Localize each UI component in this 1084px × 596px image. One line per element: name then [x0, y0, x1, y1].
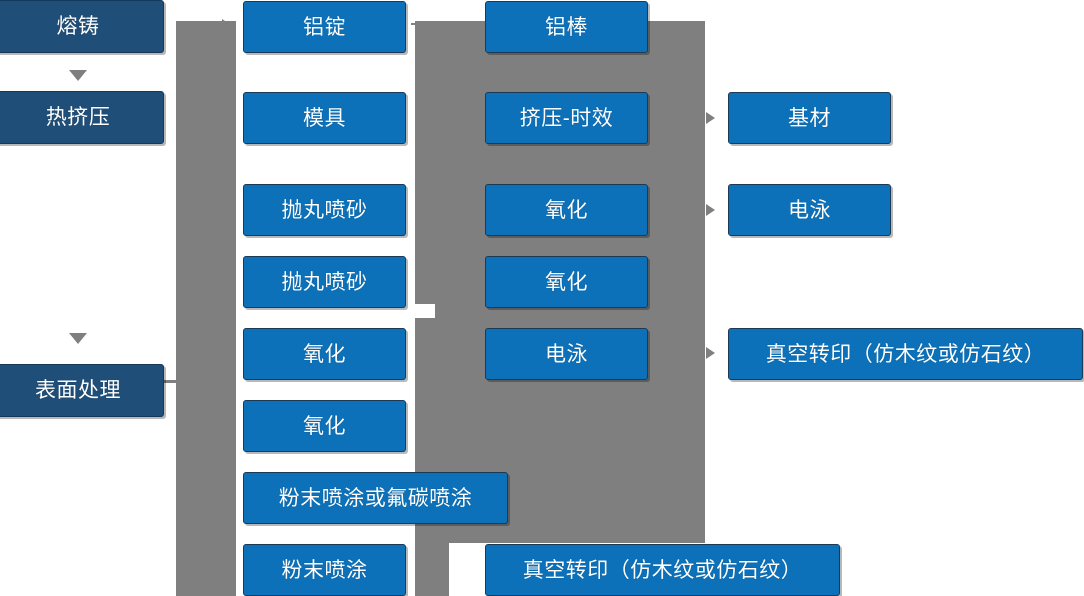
box-surface-treatment[interactable]: 表面处理	[0, 364, 164, 417]
connector-bar-secondary-inner	[435, 21, 449, 596]
stub-row-oxidation	[425, 353, 449, 355]
box-powder-coating[interactable]: 粉末喷涂	[243, 544, 406, 596]
box-electrophoresis-2[interactable]: 电泳	[728, 184, 891, 236]
connector-bar-secondary-lower	[415, 318, 435, 596]
arrow-trunk-to-powder-coating	[222, 562, 234, 578]
box-aluminum-ingot[interactable]: 铝锭	[243, 1, 406, 53]
arrow-to-base-material	[706, 112, 715, 124]
arrow-to-vacuum-transfer-output	[706, 347, 715, 359]
box-aluminum-rod[interactable]: 铝棒	[485, 1, 648, 53]
box-vacuum-transfer-printing-2[interactable]: 真空转印（仿木纹或仿石纹）	[728, 328, 1083, 380]
connector-bar-secondary-upper	[415, 21, 435, 304]
stub-row-blast-1	[425, 209, 449, 211]
connector-trunk-surface-link	[163, 380, 183, 383]
box-melt-cast[interactable]: 熔铸	[0, 0, 164, 53]
box-mold[interactable]: 模具	[243, 92, 406, 144]
arrow-trunk-to-shot-blasting-2	[222, 274, 234, 290]
box-vacuum-transfer-printing-1[interactable]: 真空转印（仿木纹或仿石纹）	[485, 544, 840, 596]
stub-row-mold	[425, 117, 449, 119]
stub-row-powder	[425, 569, 449, 571]
box-oxidation-2[interactable]: 氧化	[243, 400, 406, 452]
box-electrophoresis-1[interactable]: 电泳	[485, 328, 648, 380]
arrow-down-melt-to-extrusion	[69, 70, 87, 81]
box-powder-or-fluorocarbon-coating[interactable]: 粉末喷涂或氟碳喷涂	[243, 472, 508, 524]
box-extrusion-aging[interactable]: 挤压-时效	[485, 92, 648, 144]
stub-row-blast-2	[425, 281, 449, 283]
box-base-material[interactable]: 基材	[728, 92, 891, 144]
arrow-trunk-to-oxidation-1	[222, 346, 234, 362]
arrow-to-electrophoresis-output	[706, 204, 715, 216]
arrow-trunk-to-mold	[222, 110, 234, 126]
box-oxidation-1[interactable]: 氧化	[243, 328, 406, 380]
box-hot-extrusion[interactable]: 热挤压	[0, 91, 164, 144]
arrow-trunk-to-powder-or-fluorocarbon	[222, 490, 234, 506]
stub-row-ingot	[411, 23, 449, 25]
arrow-trunk-to-shot-blasting-1	[222, 202, 234, 218]
arrow-down-to-surface-treatment	[69, 333, 87, 344]
arrow-trunk-to-aluminum-ingot	[222, 19, 234, 35]
arrow-trunk-to-oxidation-2	[222, 418, 234, 434]
box-oxidation-3[interactable]: 氧化	[485, 184, 648, 236]
box-shot-blasting-1[interactable]: 抛丸喷砂	[243, 184, 406, 236]
box-shot-blasting-2[interactable]: 抛丸喷砂	[243, 256, 406, 308]
connector-trunk-main	[176, 21, 236, 596]
box-oxidation-4[interactable]: 氧化	[485, 256, 648, 308]
